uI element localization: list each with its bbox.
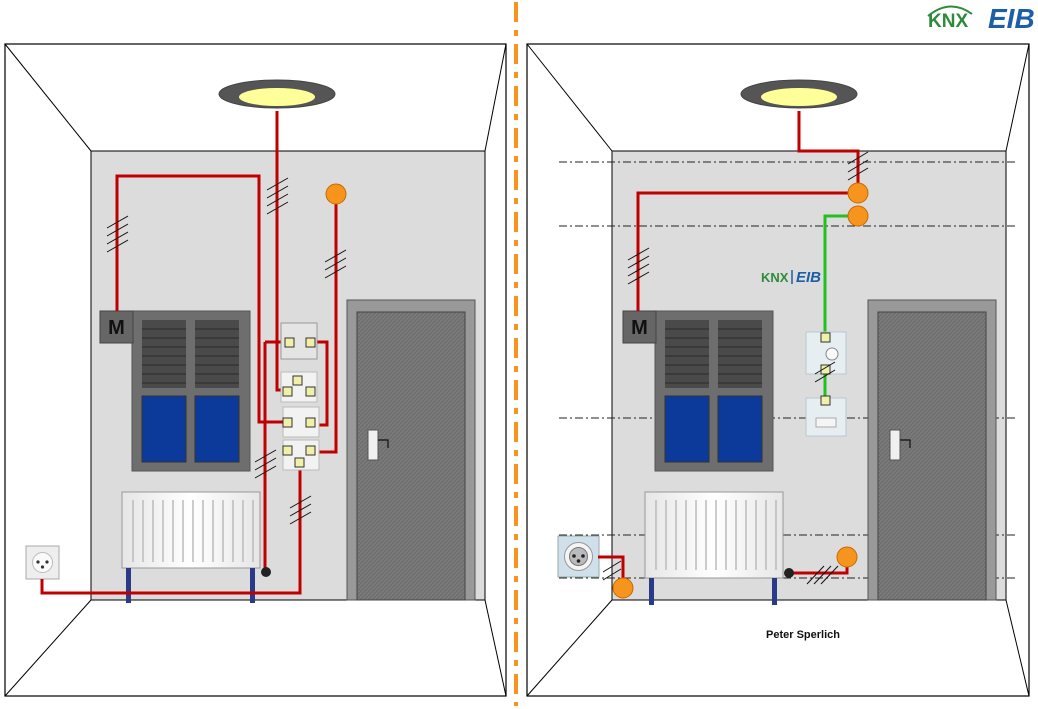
author-credit: Peter Sperlich	[766, 629, 840, 641]
knx-logo-text: KNX	[928, 11, 968, 32]
shutter-motor: M	[99, 310, 134, 344]
brand-logos: KNX EIB	[927, 3, 1035, 34]
junction-box	[325, 183, 347, 205]
knx-arc-icon	[927, 5, 973, 17]
ceiling-lamp	[218, 79, 336, 109]
conventional-wiring	[598, 111, 860, 588]
cable-end	[261, 567, 271, 577]
cable-end	[784, 568, 794, 578]
radiator	[644, 491, 784, 605]
wall-socket	[25, 545, 60, 580]
eib-inline-text: EIB	[796, 269, 821, 286]
installation-zone-lines	[559, 161, 1018, 579]
eib-logo-text: EIB	[988, 3, 1035, 34]
cable-count-marks	[602, 151, 869, 585]
knx-inline-text: KNX	[761, 270, 789, 285]
bus-devices	[805, 331, 847, 437]
switch-cluster	[280, 322, 320, 471]
door	[346, 299, 476, 601]
motor-label: M	[631, 317, 648, 339]
junction-boxes	[612, 182, 869, 599]
knx-eib-inline-logo: KNX EIB	[761, 269, 821, 286]
shutter-motor: M	[622, 310, 657, 344]
wall-socket	[557, 535, 600, 578]
room-knx-eib: M	[526, 43, 1030, 697]
motor-label: M	[108, 317, 125, 339]
cable-count-marks	[106, 177, 347, 525]
room-conventional: M	[4, 43, 507, 697]
window	[654, 310, 774, 472]
door	[867, 299, 997, 601]
window	[131, 310, 251, 472]
ceiling-lamp	[740, 79, 858, 109]
radiator	[121, 491, 261, 603]
